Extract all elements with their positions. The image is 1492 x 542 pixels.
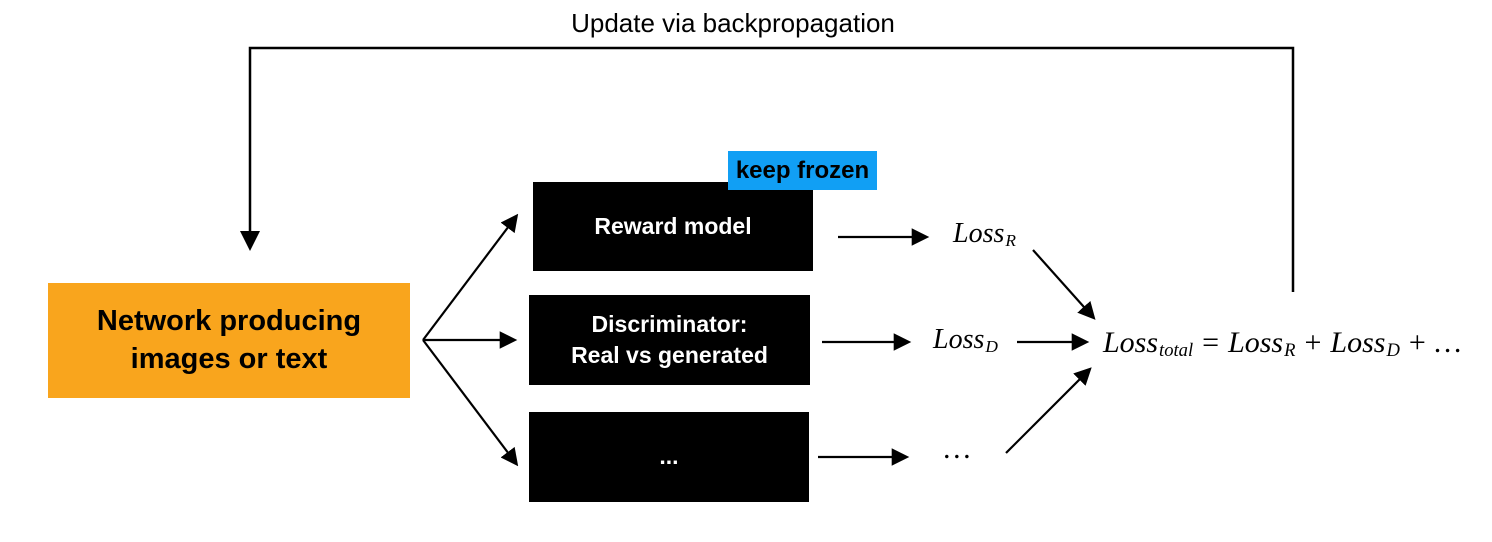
formula-r-sub: R bbox=[1284, 340, 1296, 362]
loss-r-sub: R bbox=[1005, 231, 1016, 251]
formula-r-base: Loss bbox=[1228, 326, 1284, 359]
loss-r-label: LossR bbox=[953, 218, 1016, 250]
formula-equals: = bbox=[1202, 326, 1220, 359]
discriminator-label: Discriminator: Real vs generated bbox=[571, 310, 768, 368]
loss-d-sub: D bbox=[985, 337, 998, 357]
formula-d-sub: D bbox=[1386, 340, 1400, 362]
reward-model-label: Reward model bbox=[594, 212, 752, 239]
lossr-to-total-arrow bbox=[1032, 249, 1096, 320]
formula-plus1: + bbox=[1304, 326, 1322, 359]
formula-d-base: Loss bbox=[1330, 326, 1386, 359]
gen-to-other-arrow bbox=[422, 339, 519, 467]
loss-d-base: Loss bbox=[933, 324, 985, 355]
generator-box-label: Network producing images or text bbox=[96, 304, 362, 375]
other-model-box: ... bbox=[529, 412, 809, 502]
formula-total-base: Loss bbox=[1103, 326, 1159, 359]
loss-dots-text: … bbox=[944, 432, 971, 465]
formula-total-sub: total bbox=[1159, 340, 1194, 362]
other-model-label: ... bbox=[659, 443, 679, 470]
gen-to-reward-arrow bbox=[422, 213, 519, 341]
dots-to-total-arrow bbox=[1005, 367, 1092, 454]
keep-frozen-label: keep frozen bbox=[735, 156, 870, 184]
backprop-title: Update via backpropagation bbox=[571, 8, 895, 38]
loss-total-formula: Losstotal=LossR+LossD+… bbox=[1103, 326, 1462, 362]
discriminator-box: Discriminator: Real vs generated bbox=[529, 295, 810, 385]
generator-box: Network producing images or text bbox=[48, 283, 410, 398]
formula-plus2: + bbox=[1408, 326, 1426, 359]
keep-frozen-badge: keep frozen bbox=[728, 151, 877, 190]
loss-dots-label: … bbox=[944, 432, 971, 466]
reward-model-box: Reward model bbox=[533, 182, 813, 271]
formula-dots: … bbox=[1434, 326, 1462, 359]
loss-d-label: LossD bbox=[933, 324, 998, 356]
loss-r-base: Loss bbox=[953, 218, 1005, 249]
